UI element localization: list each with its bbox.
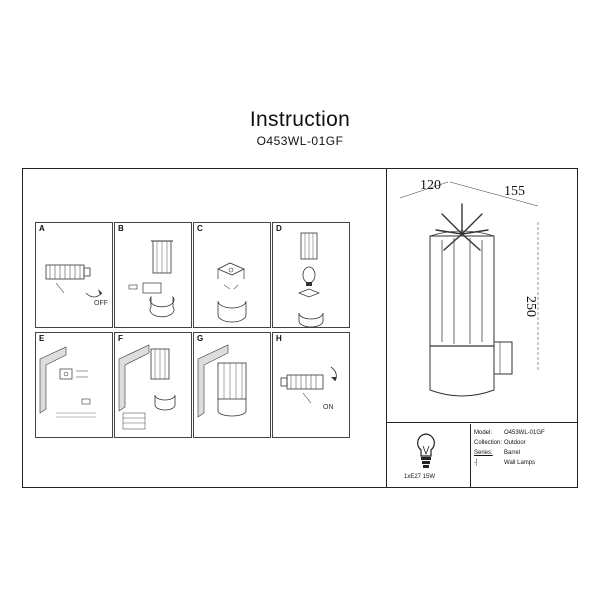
dimension-depth: 155 (504, 184, 525, 199)
step-panel-a: A OFF (35, 222, 113, 328)
step-label: F (118, 334, 123, 343)
step-panel-e: E (35, 332, 113, 438)
step-panel-f: F (114, 332, 192, 438)
step-label: G (197, 334, 204, 343)
step-label: E (39, 334, 45, 343)
steps-grid: A OFF B C (35, 222, 351, 438)
wiring-illustration (118, 344, 176, 430)
on-label: ON (323, 404, 334, 411)
model-value: O453WL-01GF (504, 430, 545, 436)
step-panel-d: D (272, 222, 350, 328)
sheet-divider-horizontal (386, 422, 578, 423)
dimension-height: 250 (523, 296, 538, 317)
step-label: H (276, 334, 282, 343)
off-label: OFF (94, 300, 108, 307)
led-bulb-on-illustration: ON (280, 366, 337, 411)
open-housing-illustration (217, 262, 247, 323)
mount-wall-illustration (39, 346, 96, 418)
step-label: D (276, 224, 282, 233)
product-info: Model: O453WL-01GF Collection:Outdoor Ser… (474, 428, 578, 468)
lamp-dimension-drawing (399, 181, 539, 397)
sheet-divider-vertical (386, 168, 387, 488)
collection-value: Outdoor (504, 440, 526, 446)
step-panel-b: B (114, 222, 192, 328)
series-label: Series: (474, 450, 493, 456)
series-value: Barrel (504, 450, 521, 456)
instruction-sheet (22, 168, 578, 488)
remove-shade-illustration (128, 240, 175, 318)
lightbulb-icon (417, 433, 435, 468)
lamp-spec: 1xE27 15W (404, 474, 436, 480)
led-bulb-off-illustration: OFF (45, 264, 108, 307)
step-panel-h: H ON (272, 332, 350, 438)
info-divider (470, 424, 471, 488)
assembled-lamp-illustration (197, 344, 247, 418)
model-label: Model: (474, 430, 493, 436)
wall-lamp-icon: ┤ (474, 460, 479, 466)
model-code: O453WL-01GF (256, 134, 344, 148)
insert-bulb-illustration (298, 232, 324, 328)
type-value: Wall Lamps (504, 460, 536, 466)
document-title: Instruction (249, 108, 351, 131)
step-label: A (39, 224, 45, 233)
step-panel-g: G (193, 332, 271, 438)
step-panel-c: C (193, 222, 271, 328)
step-label: C (197, 224, 203, 233)
collection-label: Collection: (474, 440, 503, 446)
dimension-width: 120 (420, 178, 441, 193)
step-label: B (118, 224, 124, 233)
